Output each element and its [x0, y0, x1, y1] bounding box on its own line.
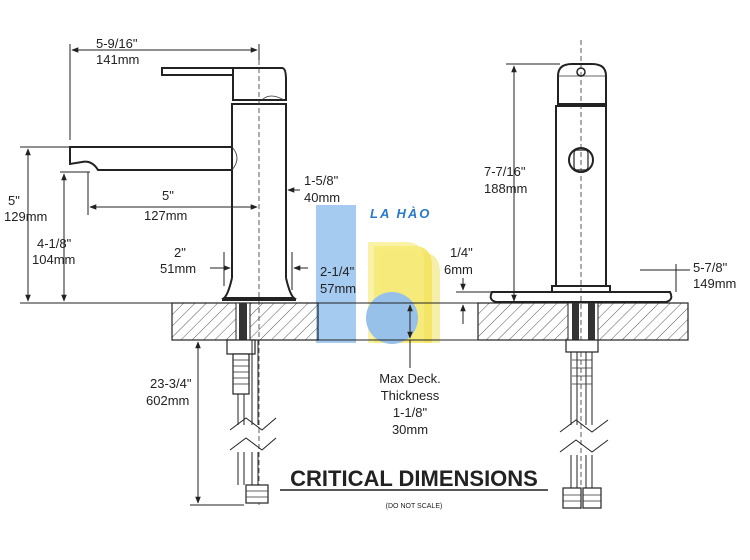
label-plate-thick-mm: 6mm	[444, 262, 473, 277]
label-spout-height-mm: 129mm	[4, 209, 47, 224]
label-hose-in: 23-3/4"	[150, 376, 192, 391]
right-faucet	[489, 40, 673, 510]
label-base-dia-mm: 57mm	[320, 281, 356, 296]
watermark-text: LA HÀO	[370, 206, 431, 221]
label-base-mm: 51mm	[160, 261, 196, 276]
label-base-in: 2"	[174, 245, 186, 260]
diagram-subtitle: (DO NOT SCALE)	[386, 503, 443, 510]
label-spout-reach-mm: 141mm	[96, 52, 139, 67]
label-overall-height-in: 7-7/16"	[484, 164, 526, 179]
label-base-dia-in: 2-1/4"	[320, 264, 355, 279]
right-deck	[477, 302, 689, 341]
label-deck-mm: 30mm	[392, 422, 428, 437]
label-plate-width-in: 5-7/8"	[693, 260, 728, 275]
label-spout-len-in: 5"	[162, 188, 174, 203]
watermark-logo	[316, 205, 440, 344]
label-body-dia-in: 1-5/8"	[304, 173, 339, 188]
left-dimension-lines	[20, 44, 308, 506]
diagram-title: CRITICAL DIMENSIONS	[290, 466, 538, 491]
label-plate-width-mm: 149mm	[693, 276, 736, 291]
label-spout-height-in: 5"	[8, 193, 20, 208]
right-dimension-lines	[456, 63, 690, 324]
label-spout-reach-in: 5-9/16"	[96, 36, 138, 51]
label-body-dia-mm: 40mm	[304, 190, 340, 205]
label-overall-height-mm: 188mm	[484, 181, 527, 196]
label-deck-in: 1-1/8"	[393, 405, 428, 420]
left-deck	[171, 302, 319, 341]
label-deck-line-1: Max Deck.	[379, 371, 440, 386]
deck-dimension-lines	[318, 302, 478, 368]
label-plate-thick-in: 1/4"	[450, 245, 473, 260]
label-spout-under-in: 4-1/8"	[37, 236, 72, 251]
label-spout-len-mm: 127mm	[144, 208, 187, 223]
label-hose-mm: 602mm	[146, 393, 189, 408]
label-spout-under-mm: 104mm	[32, 252, 75, 267]
label-deck-line-2: Thickness	[381, 388, 440, 403]
left-faucet	[69, 52, 297, 505]
